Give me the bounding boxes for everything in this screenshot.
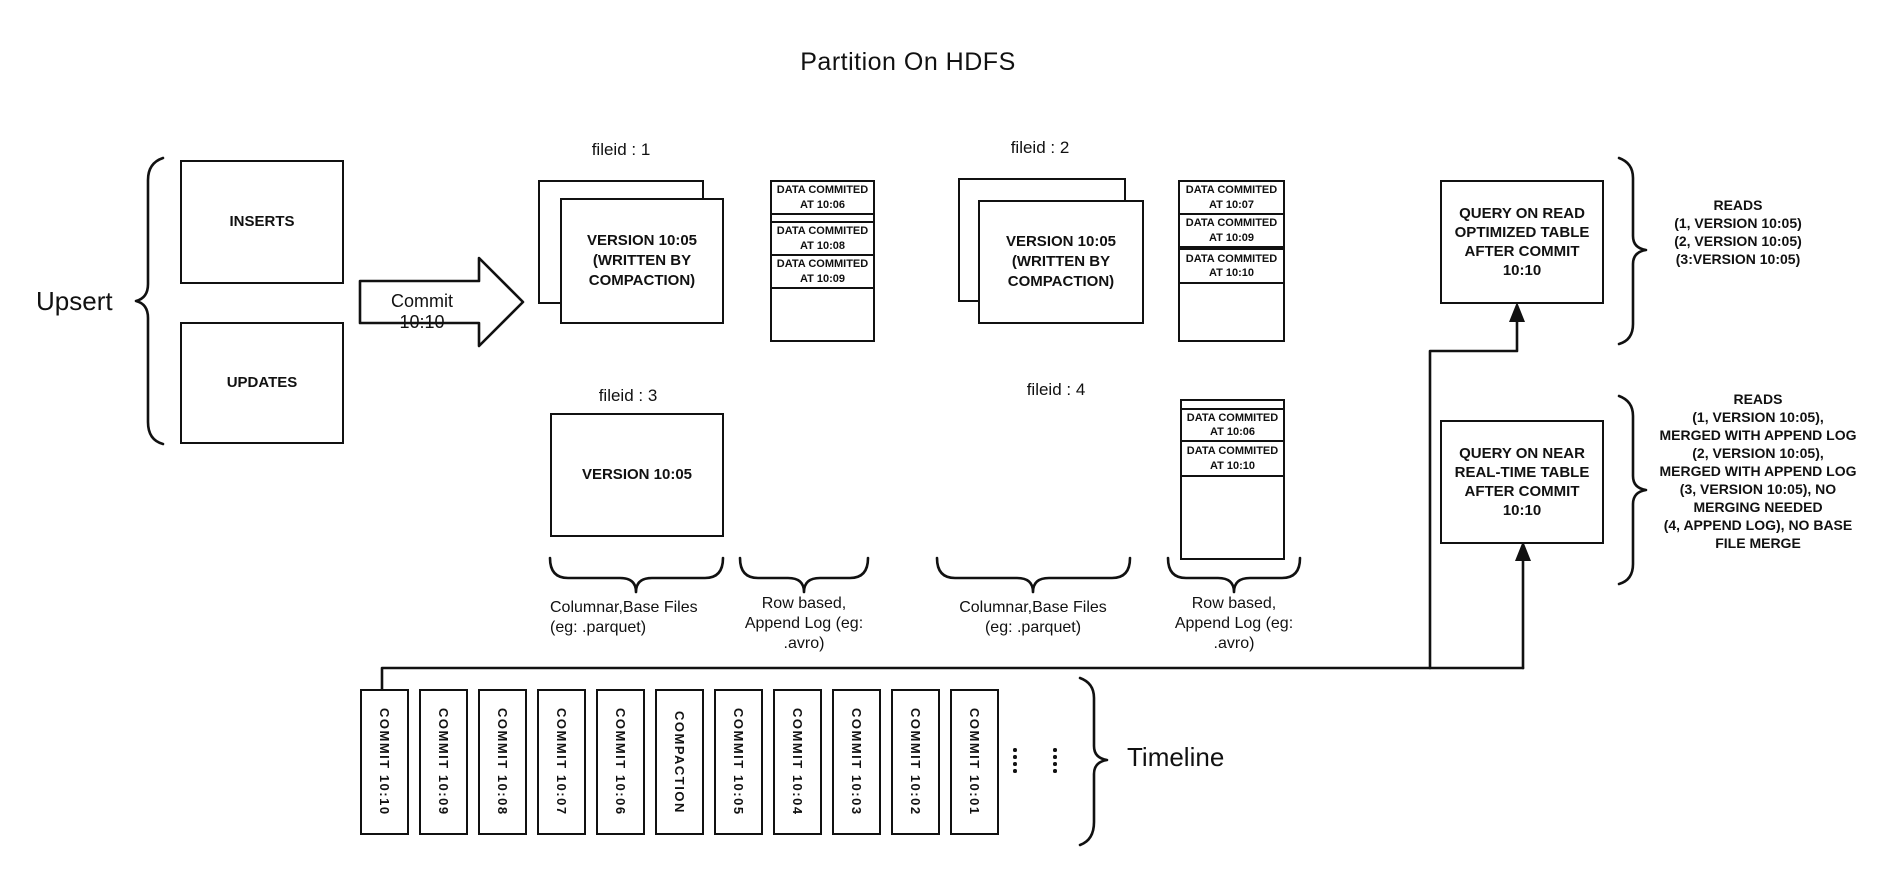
arrowhead-optimized bbox=[1509, 302, 1525, 322]
row-based-append-log-label-1: Row based, Append Log (eg: .avro) bbox=[744, 595, 864, 652]
fileid-1-base-file: VERSION 10:05 (WRITTEN BY COMPACTION) bbox=[560, 198, 724, 324]
timeline-entry-box: COMMIT 10:08 bbox=[478, 689, 527, 835]
upsert-brace bbox=[134, 156, 165, 446]
timeline-entry-box: COMMIT 10:02 bbox=[891, 689, 940, 835]
timeline-entry-box: COMMIT 10:05 bbox=[714, 689, 763, 835]
fileid-3-label: fileid : 3 bbox=[598, 386, 658, 405]
timeline-entry: COMMIT 10:04 bbox=[790, 708, 805, 816]
timeline-entry-box: COMPACTION bbox=[655, 689, 704, 835]
columnar-base-files-label-1: Columnar,Base Files (eg: .parquet) bbox=[550, 599, 698, 636]
reads-realtime-brace bbox=[1617, 394, 1648, 586]
fileid-1-label: fileid : 1 bbox=[591, 140, 651, 159]
columnar-brace-2 bbox=[935, 556, 1132, 594]
query-near-realtime-text: QUERY ON NEAR REAL-TIME TABLE AFTER COMM… bbox=[1454, 445, 1590, 519]
timeline-entry: COMMIT 10:01 bbox=[967, 708, 982, 816]
timeline-entry: COMMIT 10:03 bbox=[849, 708, 864, 816]
timeline-ellipsis-icon bbox=[1053, 748, 1057, 773]
columnar-brace-1 bbox=[548, 556, 725, 594]
query-read-optimized-box: QUERY ON READ OPTIMIZED TABLE AFTER COMM… bbox=[1440, 180, 1604, 304]
reads-optimized-text: READS (1, VERSION 10:05) (2, VERSION 10:… bbox=[1674, 197, 1802, 267]
timeline-entry: COMMIT 10:10 bbox=[377, 708, 392, 816]
fileid-2-base-file: VERSION 10:05 (WRITTEN BY COMPACTION) bbox=[978, 200, 1144, 324]
inserts-label: INSERTS bbox=[229, 213, 295, 230]
timeline-entry: COMMIT 10:09 bbox=[436, 708, 451, 816]
timeline-entry-box: COMMIT 10:01 bbox=[950, 689, 999, 835]
fileid-1-append-log: DATA COMMITED AT 10:06 DATA COMMITED AT … bbox=[770, 180, 875, 342]
timeline-label: Timeline bbox=[1127, 742, 1225, 772]
log-entry: DATA COMMITED AT 10:06 bbox=[1182, 410, 1283, 442]
commit-arrow-shape bbox=[358, 256, 525, 348]
columnar-base-files-label-2: Columnar,Base Files (eg: .parquet) bbox=[959, 599, 1107, 636]
fileid-3-version-text: VERSION 10:05 bbox=[581, 466, 693, 483]
inserts-box: INSERTS bbox=[180, 160, 344, 284]
fileid-1-version-text: VERSION 10:05 (WRITTEN BY COMPACTION) bbox=[586, 232, 698, 289]
timeline-entry-box: COMMIT 10:06 bbox=[596, 689, 645, 835]
timeline-entry-box: COMMIT 10:10 bbox=[360, 689, 409, 835]
diagram-title: Partition On HDFS bbox=[800, 48, 1016, 76]
query-optimized-connector bbox=[1428, 319, 1519, 670]
query-read-optimized-text: QUERY ON READ OPTIMIZED TABLE AFTER COMM… bbox=[1454, 205, 1590, 279]
timeline-entry-box: COMMIT 10:07 bbox=[537, 689, 586, 835]
row-based-brace-1 bbox=[738, 556, 870, 594]
log-entry: DATA COMMITED AT 10:10 bbox=[1180, 250, 1283, 284]
fileid-2-label: fileid : 2 bbox=[1010, 138, 1070, 157]
updates-box: UPDATES bbox=[180, 322, 344, 444]
row-based-append-log-label-2: Row based, Append Log (eg: .avro) bbox=[1174, 595, 1294, 652]
log-spacer bbox=[772, 215, 873, 223]
log-spacer bbox=[1182, 401, 1283, 410]
timeline-entry-box: COMMIT 10:09 bbox=[419, 689, 468, 835]
timeline-entry: COMMIT 10:02 bbox=[908, 708, 923, 816]
updates-label: UPDATES bbox=[226, 374, 298, 391]
timeline-entry-box: COMMIT 10:03 bbox=[832, 689, 881, 835]
timeline-connector-line bbox=[380, 666, 1525, 692]
log-entry: DATA COMMITED AT 10:09 bbox=[1180, 215, 1283, 250]
timeline-entry: COMPACTION bbox=[672, 710, 687, 814]
query-near-realtime-box: QUERY ON NEAR REAL-TIME TABLE AFTER COMM… bbox=[1440, 420, 1604, 544]
log-entry: DATA COMMITED AT 10:06 bbox=[772, 182, 873, 215]
log-entry: DATA COMMITED AT 10:10 bbox=[1182, 442, 1283, 477]
fileid-4-label: fileid : 4 bbox=[1026, 380, 1086, 399]
reads-optimized-brace bbox=[1617, 156, 1648, 346]
row-based-brace-2 bbox=[1166, 556, 1302, 594]
fileid-4-append-log: DATA COMMITED AT 10:06 DATA COMMITED AT … bbox=[1180, 399, 1285, 560]
log-entry: DATA COMMITED AT 10:09 bbox=[772, 256, 873, 289]
upsert-label: Upsert bbox=[36, 286, 113, 316]
arrowhead-realtime bbox=[1515, 541, 1531, 561]
fileid-2-version-text: VERSION 10:05 (WRITTEN BY COMPACTION) bbox=[1005, 233, 1117, 290]
fileid-3-base-file: VERSION 10:05 bbox=[550, 413, 724, 537]
log-entry: DATA COMMITED AT 10:07 bbox=[1180, 182, 1283, 215]
timeline-entry: COMMIT 10:08 bbox=[495, 708, 510, 816]
fileid-2-append-log: DATA COMMITED AT 10:07 DATA COMMITED AT … bbox=[1178, 180, 1285, 342]
timeline-entry: COMMIT 10:05 bbox=[731, 708, 746, 816]
timeline-ellipsis-icon bbox=[1013, 748, 1017, 773]
commit-arrow-label: Commit 10:10 bbox=[391, 291, 453, 332]
timeline-brace bbox=[1078, 676, 1109, 847]
reads-realtime-text: READS (1, VERSION 10:05), MERGED WITH AP… bbox=[1659, 391, 1857, 551]
timeline-entry: COMMIT 10:07 bbox=[554, 708, 569, 816]
timeline-entry: COMMIT 10:06 bbox=[613, 708, 628, 816]
timeline-entry-box: COMMIT 10:04 bbox=[773, 689, 822, 835]
log-entry: DATA COMMITED AT 10:08 bbox=[772, 223, 873, 256]
